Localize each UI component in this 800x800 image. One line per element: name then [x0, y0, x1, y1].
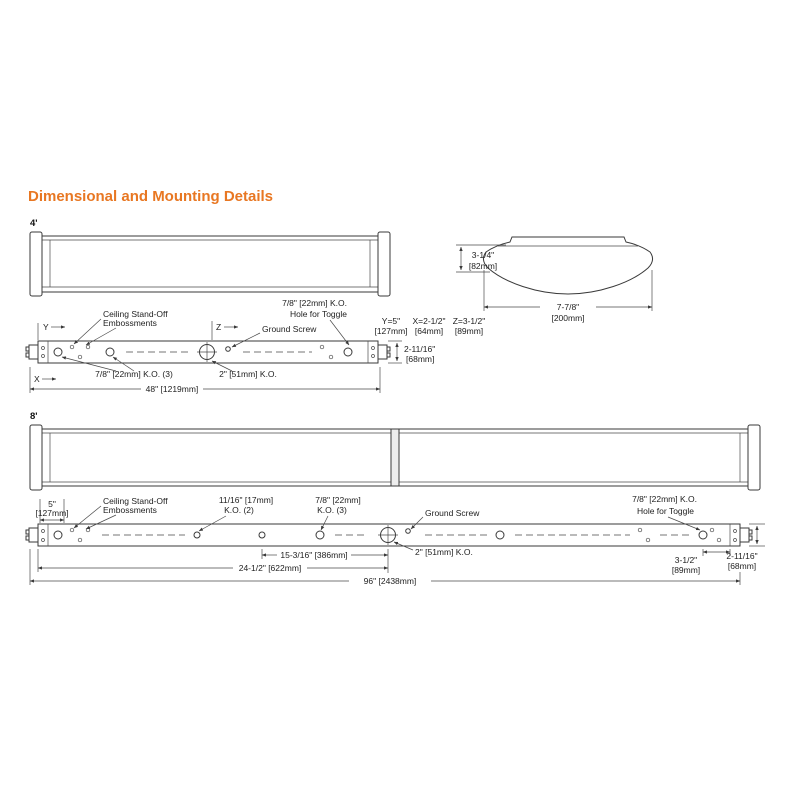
- dim-overall-length-96: 96" [2438mm]: [364, 576, 417, 586]
- callout-toggle-ko-line2: Hole for Toggle: [290, 309, 347, 319]
- knockout-78-hole: [53, 530, 63, 540]
- callout-standoff-line1: Ceiling Stand-Off: [103, 309, 168, 319]
- dim-profile-width-in: 7-7/8": [557, 302, 579, 312]
- dim-3-12-in: 3-1/2": [675, 555, 697, 565]
- legend-y-in: Y=5": [382, 316, 400, 326]
- knockout-1116-hole: [193, 531, 201, 539]
- dim-end-offset-mm: [127mm]: [35, 508, 68, 518]
- callout-ko-2in: 2" [51mm] K.O.: [219, 369, 277, 379]
- standoff-embossment: [637, 527, 643, 533]
- standoff-embossment: [709, 527, 715, 533]
- callout-ko-1116-line2: K.O. (2): [224, 505, 254, 515]
- section-4ft-label: 4': [30, 218, 38, 229]
- page-title: Dimensional and Mounting Details: [28, 188, 274, 205]
- end-cap-left: [29, 424, 43, 491]
- toggle-knockout-hole: [698, 530, 708, 540]
- cross-section-outline: [482, 236, 654, 295]
- end-cap-right: [377, 231, 391, 297]
- dim-overall-length-48: 48" [1219mm]: [146, 384, 199, 394]
- end-cap-left: [29, 231, 43, 297]
- end-bracket-left: [28, 527, 39, 543]
- axis-label-x: X: [34, 374, 40, 384]
- standoff-embossment: [328, 354, 334, 360]
- axis-label-y: Y: [43, 322, 49, 332]
- standoff-embossment: [77, 537, 83, 543]
- section-8ft: 8': [25, 411, 765, 586]
- knockout-78-hole: [105, 347, 115, 357]
- legend-z-in: Z=3-1/2": [453, 316, 486, 326]
- plate-8ft-callouts: 5" [127mm] Ceiling Stand-Off Embossments…: [35, 494, 701, 532]
- callout-standoff-line1: Ceiling Stand-Off: [103, 496, 168, 506]
- legend-y-mm: [127mm]: [374, 326, 407, 336]
- legend-z-mm: [89mm]: [455, 326, 483, 336]
- end-bracket-right: [377, 344, 388, 360]
- ground-screw-hole: [225, 346, 231, 352]
- fixture-cross-section: 3-1/4" [82mm] 7-7/8" [200mm]: [456, 236, 654, 323]
- standoff-embossment: [69, 527, 75, 533]
- dim-plate-height-mm: [68mm]: [728, 561, 756, 571]
- knockout-78-hole: [315, 530, 325, 540]
- plate-4ft-dimensions: 2-11/16" [68mm] 7/8" [22mm] K.O. (3) 2" …: [29, 340, 435, 394]
- fixture-8ft-front-view: [29, 424, 761, 491]
- legend-x-in: X=2-1/2": [412, 316, 445, 326]
- legend-x-mm: [64mm]: [415, 326, 443, 336]
- dim-profile-width-mm: [200mm]: [551, 313, 584, 323]
- section-8ft-label: 8': [30, 411, 38, 422]
- standoff-embossment: [77, 354, 83, 360]
- ground-screw-hole: [405, 528, 411, 534]
- toggle-knockout-hole: [343, 347, 353, 357]
- dim-15-316: 15-3/16" [386mm]: [280, 550, 347, 560]
- end-bracket-left: [28, 344, 39, 360]
- callout-ground-screw: Ground Screw: [262, 324, 317, 334]
- knockout-1116-hole: [258, 531, 266, 539]
- knockout-78-hole: [495, 530, 505, 540]
- standoff-embossment: [85, 344, 91, 350]
- dim-end-offset-in: 5": [48, 499, 56, 509]
- callout-ko-2in: 2" [51mm] K.O.: [415, 547, 473, 557]
- center-joint: [390, 428, 400, 487]
- dim-3-12-mm: [89mm]: [672, 565, 700, 575]
- fixture-4ft-front-view: [29, 231, 391, 297]
- lens-body: [41, 235, 379, 293]
- dim-profile-height-mm: [82mm]: [469, 261, 497, 271]
- callout-toggle-ko-line2: Hole for Toggle: [637, 506, 694, 516]
- end-bracket-right: [739, 527, 750, 543]
- section-4ft: 4' 3-1/4" [: [25, 218, 654, 394]
- callout-standoff-line2: Embossments: [103, 318, 157, 328]
- knockout-78-hole: [53, 347, 63, 357]
- callout-ko-78-x3: 7/8" [22mm] K.O. (3): [95, 369, 173, 379]
- callout-standoff-line2: Embossments: [103, 505, 157, 515]
- callout-ko-78-line1: 7/8" [22mm]: [315, 495, 361, 505]
- standoff-embossment: [319, 344, 325, 350]
- dim-plate-height-in: 2-11/16": [726, 551, 757, 561]
- plate-4ft-callouts: Y Z X Ceiling Stand-Off Embossments 7/8"…: [34, 298, 485, 384]
- dim-plate-height-in: 2-11/16": [404, 344, 435, 354]
- callout-ground-screw: Ground Screw: [425, 508, 480, 518]
- end-cap-right: [747, 424, 761, 491]
- callout-ko-1116-line1: 11/16" [17mm]: [219, 495, 273, 505]
- dim-profile-height-in: 3-1/4": [472, 250, 494, 260]
- mounting-plate-4ft: [25, 340, 391, 364]
- standoff-embossment: [645, 537, 651, 543]
- standoff-embossment: [716, 537, 722, 543]
- axis-label-z: Z: [216, 322, 221, 332]
- dim-profile-width: 7-7/8" [200mm]: [483, 270, 653, 323]
- mounting-plate-8ft: [25, 523, 753, 547]
- plate-8ft-dimensions: 2" [51mm] K.O. 15-3/16" [386mm] 24-1/2" …: [29, 523, 765, 586]
- dim-plate-height-mm: [68mm]: [406, 354, 434, 364]
- callout-ko-78-line2: K.O. (3): [317, 505, 347, 515]
- callout-toggle-ko-line1: 7/8" [22mm] K.O.: [632, 494, 697, 504]
- callout-toggle-ko-line1: 7/8" [22mm] K.O.: [282, 298, 347, 308]
- standoff-embossment: [69, 344, 75, 350]
- dim-24-12: 24-1/2" [622mm]: [239, 563, 302, 573]
